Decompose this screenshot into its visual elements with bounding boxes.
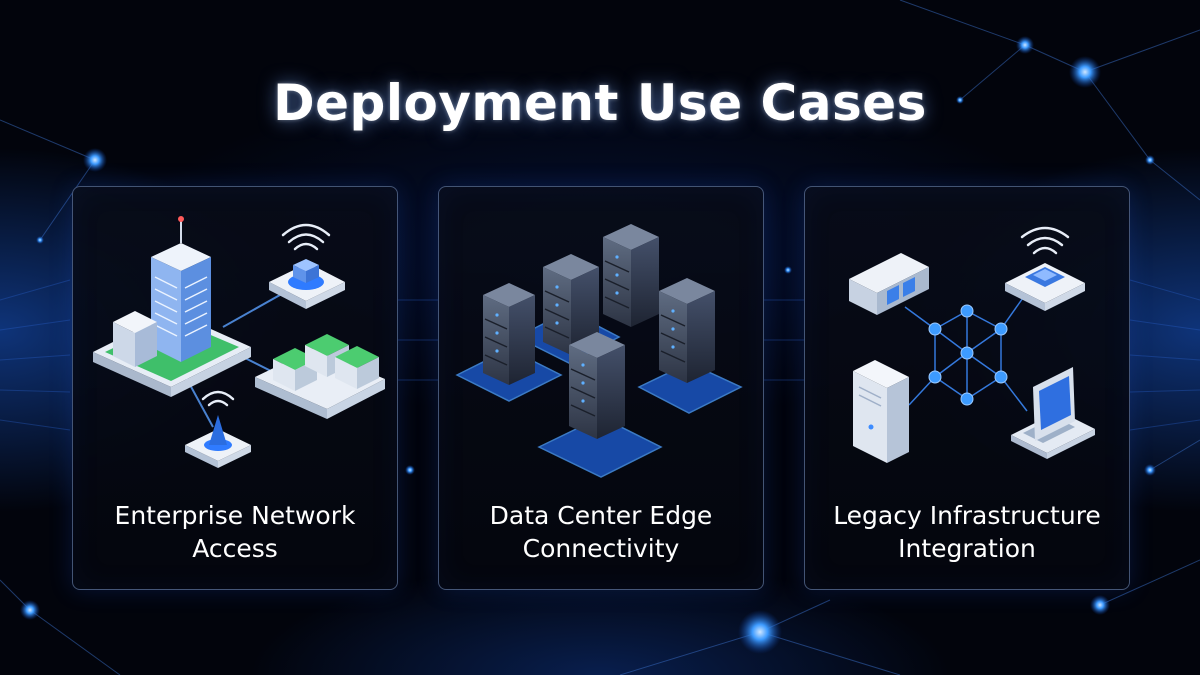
card-label: Data Center Edge Connectivity: [439, 499, 763, 565]
page-title: Deployment Use Cases: [273, 74, 927, 132]
card-legacy-infrastructure-integration: Legacy Infrastructure Integration: [804, 186, 1130, 590]
card-label-line: Data Center Edge: [489, 501, 713, 530]
card-enterprise-network-access: Enterprise Network Access: [72, 186, 398, 590]
enterprise-building-network-icon: [93, 216, 385, 468]
card-label-line: Access: [192, 534, 278, 563]
card-label-line: Integration: [898, 534, 1036, 563]
card-label: Enterprise Network Access: [73, 499, 397, 565]
card-data-center-edge-connectivity: Data Center Edge Connectivity: [438, 186, 764, 590]
card-label: Legacy Infrastructure Integration: [805, 499, 1129, 565]
card-label-line: Enterprise Network: [114, 501, 356, 530]
server-racks-icon: [455, 224, 743, 478]
card-label-line: Legacy Infrastructure: [833, 501, 1101, 530]
card-label-line: Connectivity: [522, 534, 680, 563]
legacy-devices-network-icon: [849, 226, 1095, 463]
